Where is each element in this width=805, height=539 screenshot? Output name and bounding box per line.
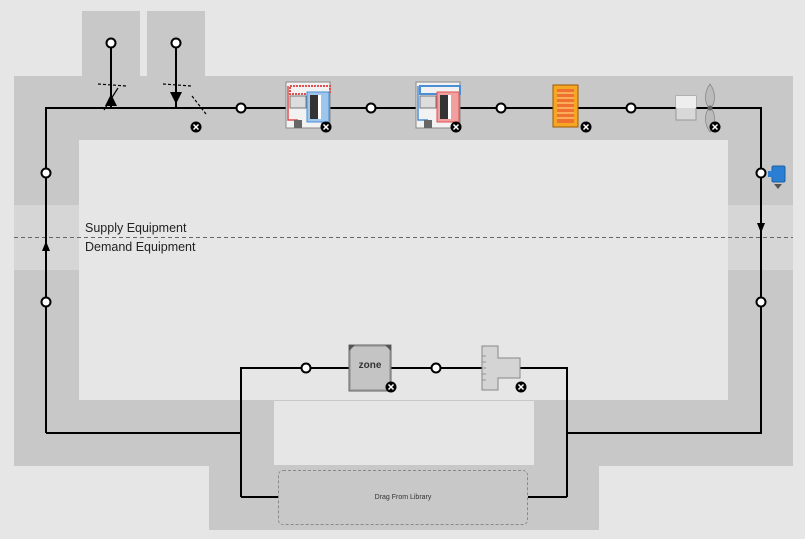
demand-equipment-label: Demand Equipment (85, 240, 196, 254)
thermal-zone-icon[interactable] (348, 344, 392, 392)
node (235, 102, 247, 114)
flow-arrows (42, 92, 765, 251)
node (170, 37, 182, 49)
electric-heating-coil-icon[interactable] (552, 84, 579, 128)
supply-fan-icon[interactable] (675, 83, 715, 133)
node (430, 362, 442, 374)
drag-from-library-drop-zone[interactable]: Drag From Library (278, 470, 528, 525)
heat-pump-heating-coil-icon[interactable] (285, 81, 331, 129)
remove-component-icon (190, 121, 202, 133)
node (625, 102, 637, 114)
supply-equipment-label: Supply Equipment (85, 221, 187, 235)
node (105, 37, 117, 49)
air-terminal-diffuser-icon[interactable] (481, 345, 521, 391)
zone-label: zone (358, 360, 382, 371)
remove-component-icon (709, 121, 721, 133)
node (40, 296, 52, 308)
loop-inner-panels (79, 140, 728, 465)
remove-component-icon (450, 121, 462, 133)
node (755, 167, 767, 179)
heat-pump-cooling-coil-icon[interactable] (415, 81, 461, 129)
remove-component-icon (515, 381, 527, 393)
setpoint-manager-icon[interactable] (768, 165, 786, 189)
remove-buttons[interactable] (190, 121, 721, 393)
remove-component-icon (385, 381, 397, 393)
node (365, 102, 377, 114)
node (40, 167, 52, 179)
node (300, 362, 312, 374)
remove-component-icon (320, 121, 332, 133)
node (755, 296, 767, 308)
node (495, 102, 507, 114)
connection-nodes[interactable] (40, 37, 767, 374)
drop-zone-label: Drag From Library (374, 494, 432, 501)
remove-component-icon (580, 121, 592, 133)
